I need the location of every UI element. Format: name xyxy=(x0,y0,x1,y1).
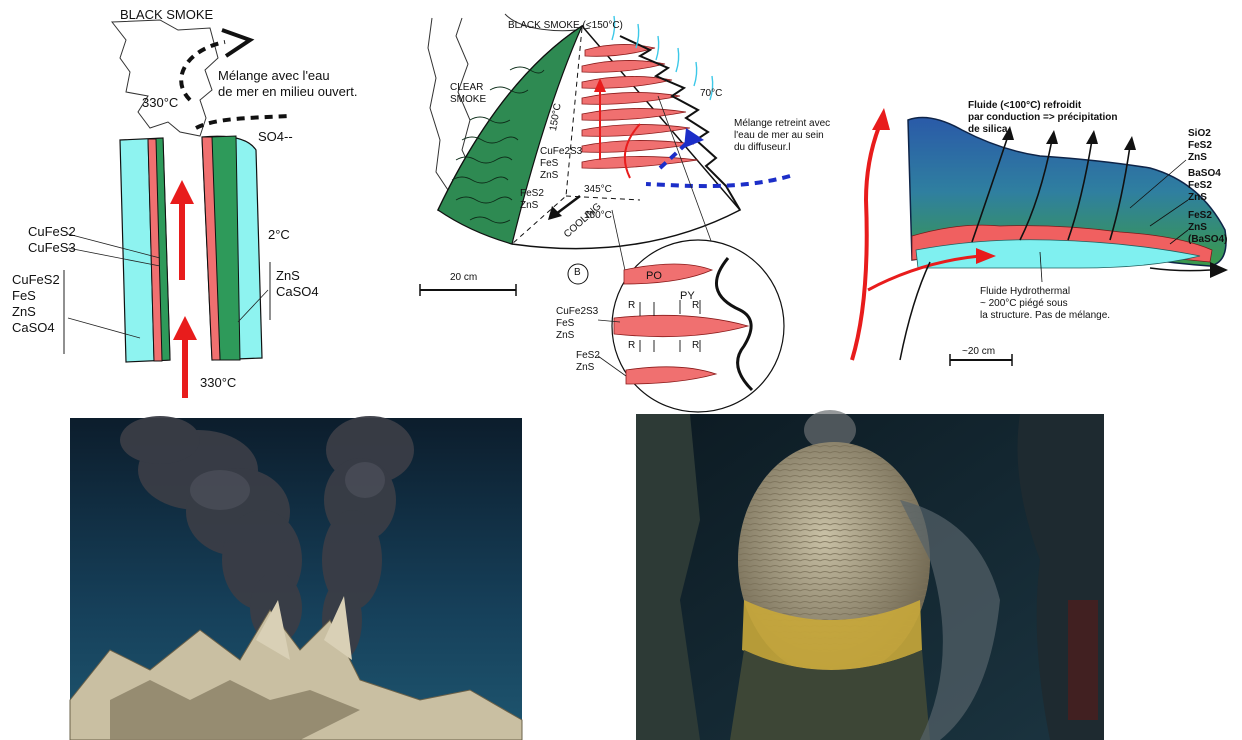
arrow-head xyxy=(173,316,197,340)
panel-a-title: BLACK SMOKE xyxy=(120,8,213,22)
panel-a-mixing-note: Mélange avec l'eau de mer en milieu ouve… xyxy=(218,68,357,100)
panel-c-layer3: FeS2 ZnS (BaSO4) xyxy=(1188,210,1227,247)
panel-a-inner-minerals: CuFeS2 CuFeS3 xyxy=(28,224,76,256)
mixing-arrow-side xyxy=(196,116,290,128)
inset-minerals-upper: CuFe2S3 FeS ZnS xyxy=(556,306,598,343)
panel-a-sulfate: SO4-- xyxy=(258,130,293,144)
panel-c-scale-label: ~20 cm xyxy=(962,346,995,357)
panel-b-minerals-lower: FeS2 ZnS xyxy=(520,188,544,212)
panel-b-title: BLACK SMOKE (<150°C) xyxy=(508,20,623,31)
panel-a-ambient-temp: 2°C xyxy=(268,228,290,242)
inset-minerals-lower: FeS2 ZnS xyxy=(576,350,600,374)
inset-label-r: R xyxy=(628,300,635,311)
panel-c-flange-diagram xyxy=(852,108,1228,366)
panel-c-layer2: BaSO4 FeS2 ZnS xyxy=(1188,168,1221,205)
scale-ruler xyxy=(1068,600,1098,720)
panel-c-fluid-top: Fluide (<100°C) refroidit par conduction… xyxy=(968,100,1117,137)
inset-label-r: R xyxy=(692,340,699,351)
arrow-head xyxy=(1210,262,1228,278)
black-smoke-outline xyxy=(112,20,218,136)
panel-b-scale-label: 20 cm xyxy=(450,272,477,283)
panel-a-outer-left-minerals: CuFeS2 FeS ZnS CaSO4 xyxy=(12,272,60,335)
panel-a-temp-top: 330°C xyxy=(142,96,178,110)
panel-b-letter: B xyxy=(574,267,581,278)
panel-b-clear-smoke: CLEAR SMOKE xyxy=(450,82,486,106)
panel-a-temp-bottom: 330°C xyxy=(200,376,236,390)
arrow-head xyxy=(222,30,250,56)
black-smoker-chimney-photo xyxy=(70,416,522,740)
inset-label-po: PO xyxy=(646,270,662,282)
panel-b-mixing-note: Mélange retreint avec l'eau de mer au se… xyxy=(734,118,830,155)
panel-b-minerals-upper: CuFe2S3 FeS ZnS xyxy=(540,146,582,183)
hydrothermal-arrow xyxy=(852,124,880,360)
inset-label-r: R xyxy=(692,300,699,311)
flange-diffuser-photo xyxy=(636,410,1104,740)
arrow-head xyxy=(170,180,194,204)
inset-label-r: R xyxy=(628,340,635,351)
panel-a-outer-right-minerals: ZnS CaSO4 xyxy=(276,268,319,300)
arrow-head xyxy=(872,108,890,130)
panel-b-temp-70: 70°C xyxy=(700,88,722,99)
panel-c-layer1: SiO2 FeS2 ZnS xyxy=(1188,128,1212,165)
panel-c-fluid-bottom: Fluide Hydrothermal ~ 200°C piégé sous l… xyxy=(980,286,1110,323)
panel-b-temp-345: 345°C xyxy=(584,184,612,195)
